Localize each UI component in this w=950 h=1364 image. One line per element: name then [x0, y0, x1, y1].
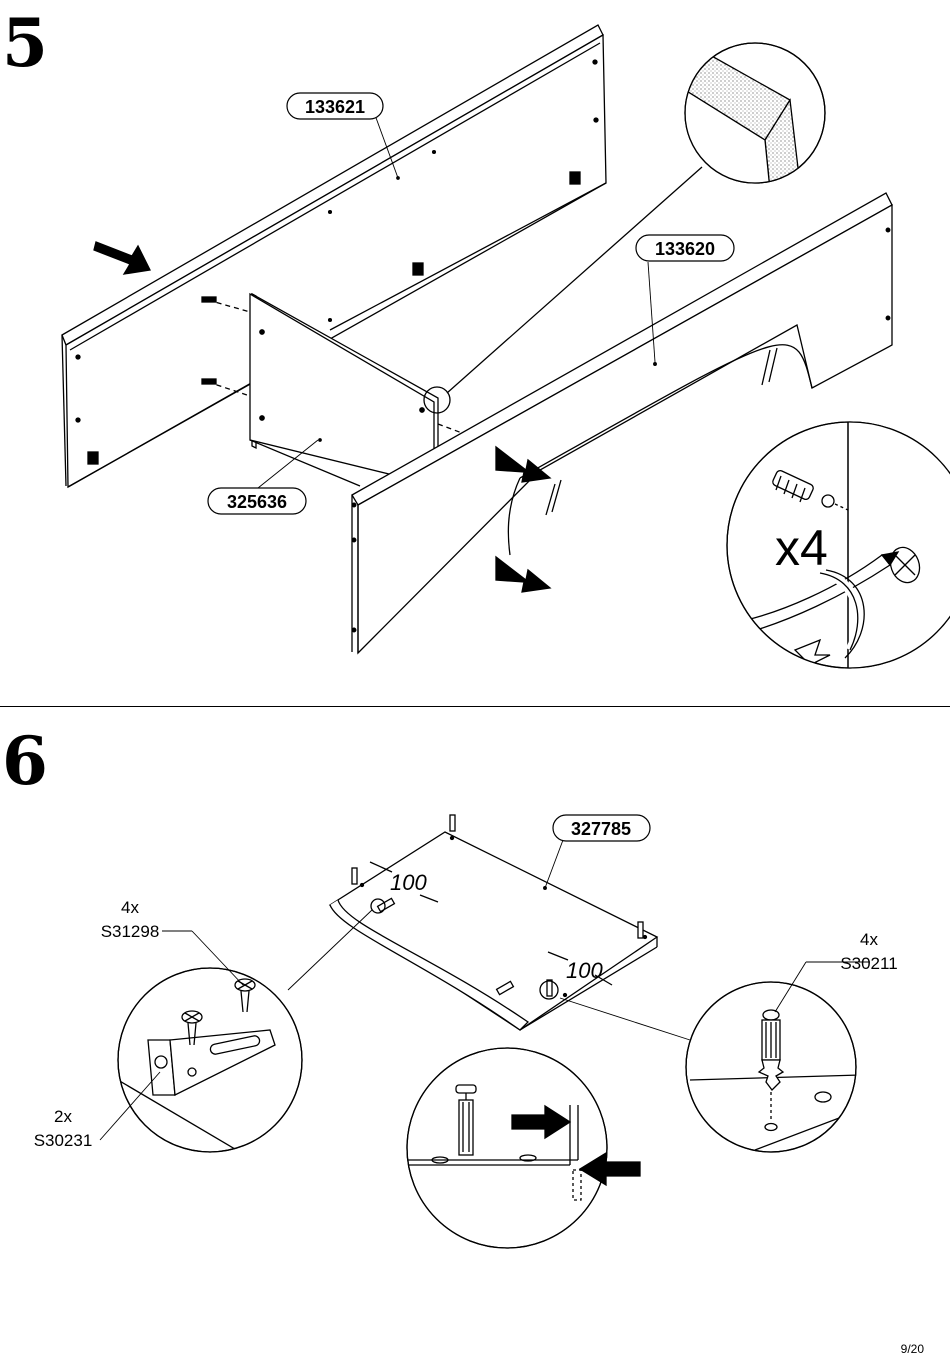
push-arrow-4 — [511, 1104, 572, 1140]
part-327785-label: 327785 — [571, 819, 631, 839]
step6-leader-lines — [99, 839, 870, 1141]
step5-drawing — [61, 24, 950, 669]
side-detail-circle — [406, 1047, 608, 1249]
screw-code-label: S31298 — [101, 922, 160, 941]
quantity-label: x4 — [775, 520, 828, 576]
edge-detail-circle — [684, 42, 826, 184]
dowel-code-label: S30211 — [840, 954, 897, 973]
screw-qty-label: 4x — [121, 898, 139, 917]
pill-end-panel: 325636 — [207, 487, 307, 515]
step-divider — [0, 706, 950, 707]
step6-drawing — [117, 814, 857, 1249]
bracket-qty-label: 2x — [54, 1107, 72, 1126]
pill-side-panel: 133621 — [286, 92, 384, 120]
dimension-label-2: 100 — [566, 958, 603, 983]
pill-bottom-panel: 327785 — [552, 814, 651, 842]
dowel-qty-label: 4x — [860, 930, 878, 949]
dowel-detail-circle — [726, 421, 950, 669]
part-133620-label: 133620 — [655, 239, 715, 259]
push-arrow-2 — [495, 445, 552, 483]
dimension-label-1: 100 — [390, 870, 427, 895]
step-5-number: 5 — [2, 4, 48, 82]
long-panel-133620-drawing — [351, 192, 893, 655]
push-arrow-5 — [578, 1151, 641, 1187]
bracket-detail-circle — [117, 967, 303, 1153]
step-6-number: 6 — [2, 722, 48, 800]
dowel-s30211-detail-circle — [685, 981, 857, 1153]
push-arrow-1 — [93, 241, 151, 275]
push-arrow-3 — [495, 555, 552, 593]
pill-long-panel: 133620 — [635, 234, 735, 262]
part-325636-label: 325636 — [227, 492, 287, 512]
step5-leader-lines — [257, 114, 656, 489]
part-133621-label: 133621 — [305, 97, 365, 117]
end-panel-325636-drawing — [201, 292, 471, 487]
bottom-panel-327785-drawing — [328, 814, 659, 1031]
side-panel-133621-drawing — [61, 24, 607, 489]
bracket-code-label: S30231 — [34, 1131, 93, 1150]
page-number: 9/20 — [900, 1342, 924, 1356]
